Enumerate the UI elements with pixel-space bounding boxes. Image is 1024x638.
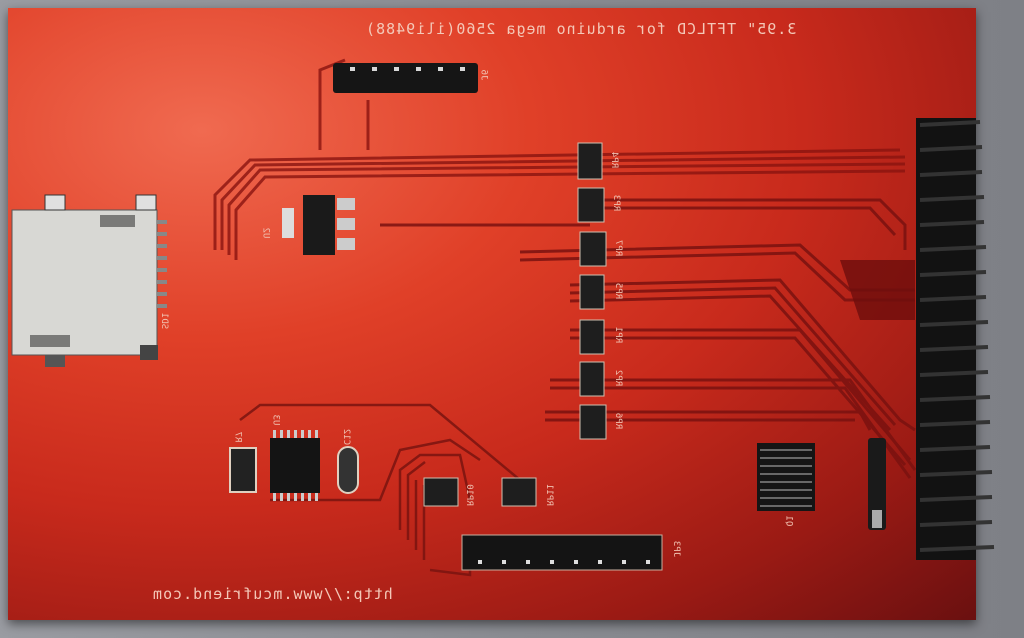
label-rp2: RP2 [613,369,624,387]
label-u2: U2 [260,227,271,239]
sd-card-socket [11,194,167,367]
label-rp1: RP1 [613,326,624,344]
pcb-board [8,8,976,620]
label-j6: J6 [478,69,489,81]
label-rp7: RP7 [613,239,624,257]
label-rp6: RP6 [613,412,624,430]
label-rp5: RP5 [613,282,624,300]
label-rp11: RP11 [543,484,554,506]
label-c12: C12 [341,428,352,446]
main-pin-header [916,118,995,560]
url-silkscreen: http://www.mcufriend.com [152,585,393,603]
ic-u3 [229,430,359,501]
top-pin-header [333,63,478,93]
traces-bottom [239,403,521,577]
label-rp3: RP3 [611,194,622,212]
resistor-packs [423,142,607,507]
board-title-silkscreen: 3.95" TFTLCD for arduino mega 2560(ili94… [365,20,797,38]
voltage-regulator-u2 [282,195,355,255]
chip-q1 [757,438,886,530]
label-u3: U3 [270,414,281,426]
label-sd1: SD1 [159,312,170,330]
bottom-pin-header [461,534,663,571]
label-q1: Q1 [783,515,794,527]
label-jp3: JP3 [671,540,682,558]
label-rp10: RP10 [463,484,474,506]
label-r7: R7 [232,431,243,443]
label-rp4: RP4 [609,151,620,169]
traces-middle [380,198,917,479]
